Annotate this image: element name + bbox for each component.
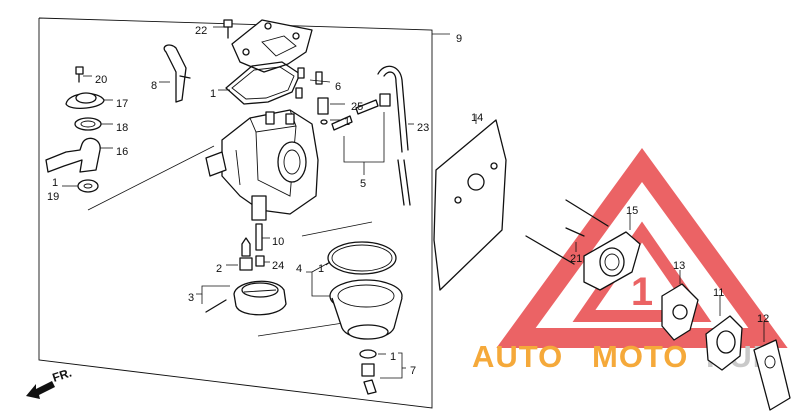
part-11-insulator — [705, 296, 743, 371]
assembly-frame — [38, 17, 450, 409]
callout-c1e: 1 — [390, 351, 396, 363]
lead-to-body — [87, 145, 215, 211]
callout-c21: 21 — [570, 253, 582, 265]
callout-c11: 11 — [713, 287, 724, 299]
part-23-tube — [377, 65, 414, 206]
part-18-washer — [74, 117, 113, 131]
front-direction-indicator: FR. — [26, 366, 73, 399]
watermark-brand-auto: AUTO — [472, 339, 563, 374]
carburetor-body — [205, 109, 319, 221]
part-14-gasket-sheet — [433, 114, 507, 291]
part-10-needle — [255, 223, 270, 251]
callout-c3: 3 — [188, 292, 194, 304]
part-16-arm — [45, 137, 113, 173]
callout-c17: 17 — [116, 98, 128, 110]
callout-c23: 23 — [417, 122, 429, 134]
callout-c19: 19 — [47, 191, 59, 203]
part-15-spacer — [583, 214, 641, 291]
part-12-filter-gasket — [753, 322, 791, 411]
callout-c1a: 1 — [210, 88, 216, 100]
callout-c6: 6 — [335, 81, 341, 93]
part-20-screw — [75, 66, 92, 83]
part-22-screw — [213, 19, 233, 39]
callout-c16: 16 — [116, 146, 128, 158]
part-17-cap — [65, 92, 113, 110]
callout-c9: 9 — [456, 33, 462, 45]
callout-c1b: 1 — [344, 116, 350, 128]
front-arrow-icon — [26, 381, 55, 399]
part-2-float-valve — [226, 237, 253, 271]
part-3-float — [196, 280, 287, 316]
part-5-screw-set — [331, 93, 391, 175]
part-13-gasket — [661, 270, 699, 341]
callout-c25: 25 — [351, 101, 363, 113]
part-21-studs — [525, 199, 609, 265]
callout-c2: 2 — [216, 263, 222, 275]
callout-c5: 5 — [360, 178, 366, 190]
part-4-gasket — [325, 241, 397, 275]
part-7-drain-screw — [359, 349, 406, 395]
callout-c1d: 1 — [318, 263, 324, 275]
callout-c22: 22 — [195, 25, 207, 37]
part-25-jet — [317, 97, 345, 125]
lead-body-bowl — [301, 221, 373, 237]
callout-c14: 14 — [471, 112, 483, 124]
part-24-jet — [255, 255, 270, 267]
callout-c18: 18 — [116, 122, 128, 134]
part-6-springs — [295, 67, 331, 99]
front-direction-label: FR. — [51, 366, 74, 385]
part-4-float-bowl — [306, 261, 403, 340]
callout-c15: 15 — [626, 205, 638, 217]
cover-gasket — [218, 61, 301, 105]
callout-c20: 20 — [95, 74, 107, 86]
watermark-brand-moto: MOTO — [592, 339, 688, 374]
watermark-logo-number: 1 — [631, 270, 653, 314]
callout-c12: 12 — [757, 313, 769, 325]
callout-c10: 10 — [272, 236, 284, 248]
callout-c8: 8 — [151, 80, 157, 92]
callout-c24: 24 — [272, 260, 284, 272]
callout-c4: 4 — [296, 263, 302, 275]
top-cover-plate — [231, 19, 313, 73]
callout-c7: 7 — [410, 365, 416, 377]
callout-c1c: 1 — [52, 177, 58, 189]
part-19-ring — [62, 179, 99, 193]
part-8-lever — [159, 44, 191, 103]
callout-c13: 13 — [673, 260, 685, 272]
